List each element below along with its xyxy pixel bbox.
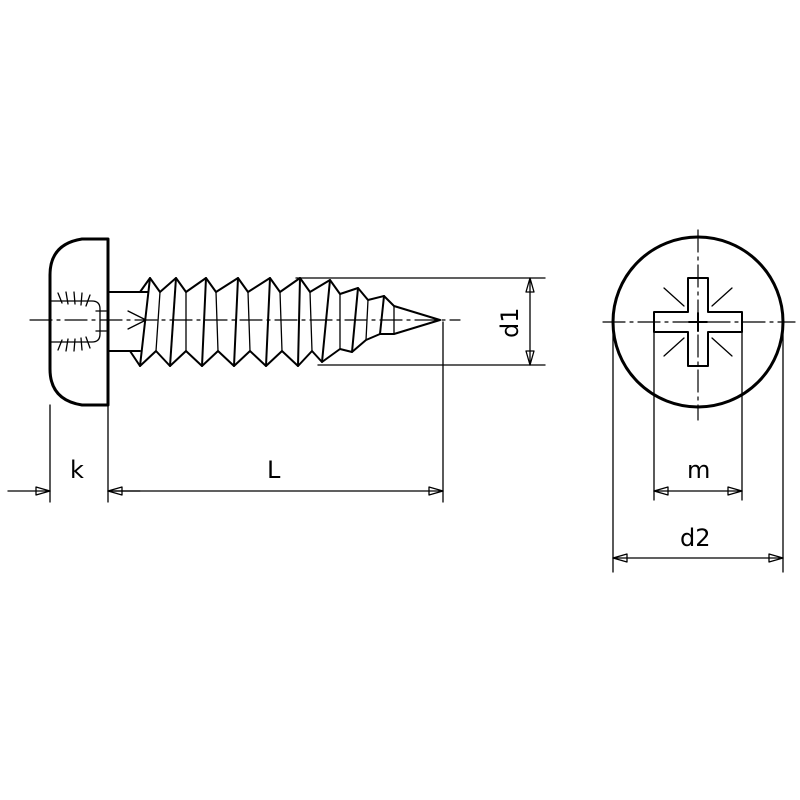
screw-head [48, 237, 110, 407]
pozidriv-recess [653, 277, 743, 367]
label-m: m [687, 456, 710, 484]
dimension-m: m [653, 456, 743, 496]
screw-side-view [48, 237, 441, 407]
label-d2: d2 [680, 524, 711, 552]
thread-bottom [129, 319, 441, 367]
end-view-centerlines [602, 229, 796, 421]
thread-flanks [139, 277, 385, 367]
end-extension-lines [612, 321, 784, 573]
dimension-d2: d2 [612, 524, 784, 563]
dimension-d1: d1 [496, 277, 535, 366]
recess-star-lines [663, 287, 733, 357]
side-extension-lines [49, 277, 546, 503]
thread-top [139, 277, 441, 321]
dimension-k: k [7, 456, 141, 496]
screw-shank [107, 291, 149, 352]
label-L: L [267, 456, 281, 484]
thread-inner-flanks [155, 291, 395, 352]
label-k: k [70, 456, 84, 484]
label-d1: d1 [496, 307, 524, 338]
dimension-L: L [107, 456, 444, 496]
head-recess-marks [49, 291, 107, 352]
